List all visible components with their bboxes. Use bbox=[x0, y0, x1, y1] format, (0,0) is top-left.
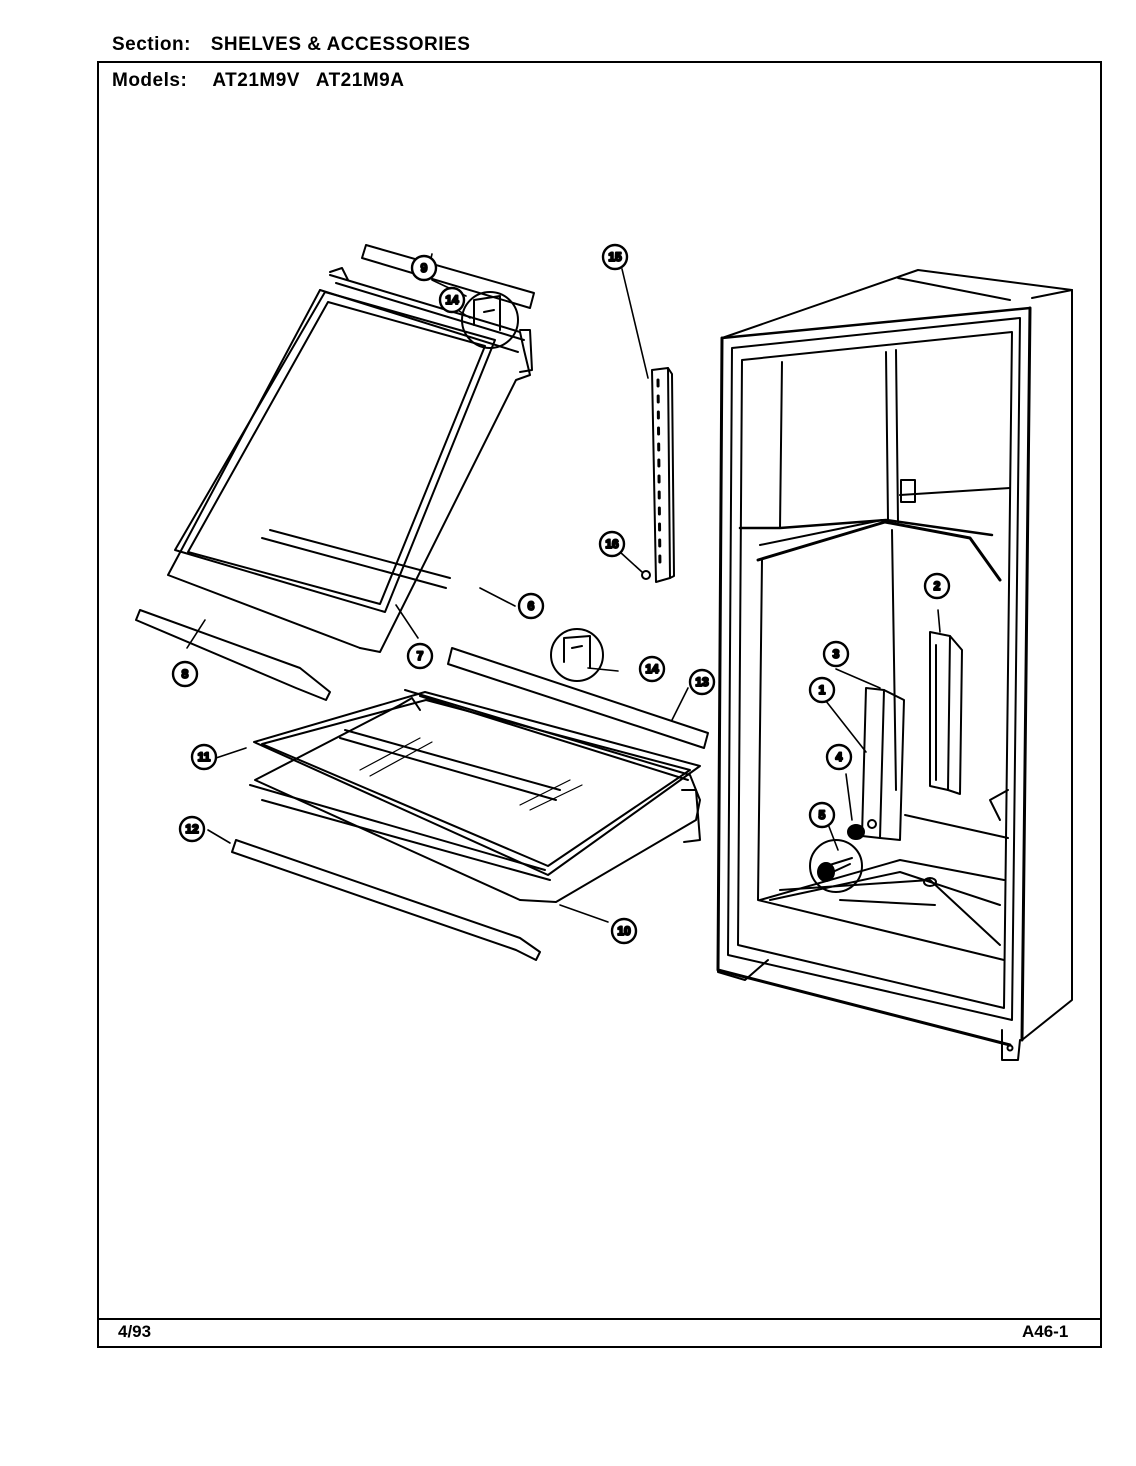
svg-text:4: 4 bbox=[836, 750, 843, 764]
callout-9: 9 bbox=[410, 254, 438, 282]
svg-text:5: 5 bbox=[819, 808, 826, 822]
svg-text:2: 2 bbox=[934, 579, 941, 593]
callout-14a: 14 bbox=[438, 286, 466, 314]
svg-text:3: 3 bbox=[833, 647, 840, 661]
model-1: AT21M9V bbox=[212, 70, 300, 91]
callout-12: 12 bbox=[178, 815, 206, 843]
vertical-rail bbox=[641, 367, 675, 583]
screw-grommet bbox=[809, 824, 865, 893]
svg-text:12: 12 bbox=[185, 822, 199, 836]
svg-text:16: 16 bbox=[605, 537, 619, 551]
svg-text:10: 10 bbox=[617, 924, 631, 938]
model-2: AT21M9A bbox=[315, 70, 405, 91]
callout-6: 6 bbox=[517, 592, 545, 620]
footer-date: 4/93 bbox=[118, 1322, 152, 1341]
refrigerator-cabinet bbox=[716, 269, 1073, 1061]
callout-10: 10 bbox=[610, 917, 638, 945]
footer-page-code: A46-1 bbox=[1022, 1322, 1069, 1341]
models-title: Models: AT21M9V AT21M9A bbox=[112, 70, 404, 92]
svg-text:1: 1 bbox=[819, 683, 826, 697]
svg-text:7: 7 bbox=[417, 649, 424, 663]
upper-shelf bbox=[135, 244, 535, 701]
callout-13: 13 bbox=[688, 668, 716, 696]
callout-5: 5 bbox=[808, 801, 836, 829]
footer-rule bbox=[97, 1318, 1102, 1320]
lower-shelf bbox=[231, 647, 709, 961]
svg-text:9: 9 bbox=[421, 261, 428, 275]
callout-7: 7 bbox=[406, 642, 434, 670]
callout-16: 16 bbox=[598, 530, 626, 558]
svg-text:15: 15 bbox=[608, 250, 622, 264]
svg-text:14: 14 bbox=[445, 293, 459, 307]
diagram-frame bbox=[97, 61, 1102, 1348]
callout-3: 3 bbox=[822, 640, 850, 668]
callout-1: 1 bbox=[808, 676, 836, 704]
callout-4: 4 bbox=[825, 743, 853, 771]
models-label: Models: bbox=[112, 70, 188, 91]
section-value: SHELVES & ACCESSORIES bbox=[210, 34, 471, 55]
section-title: Section: SHELVES & ACCESSORIES bbox=[112, 34, 470, 56]
svg-text:8: 8 bbox=[182, 667, 189, 681]
section-label: Section: bbox=[112, 34, 191, 55]
svg-text:11: 11 bbox=[198, 750, 211, 764]
callout-15: 15 bbox=[601, 243, 629, 271]
svg-text:13: 13 bbox=[695, 675, 709, 689]
callout-14b: 14 bbox=[638, 655, 666, 683]
cover-clip-upper bbox=[461, 291, 519, 349]
cover-clip-lower bbox=[550, 628, 604, 682]
svg-text:6: 6 bbox=[528, 599, 535, 613]
callout-8: 8 bbox=[171, 660, 199, 688]
callout-11: 11 bbox=[190, 743, 218, 771]
shelf-support-left bbox=[861, 687, 905, 841]
callout-2: 2 bbox=[923, 572, 951, 600]
shelf-support-right bbox=[929, 631, 963, 795]
svg-text:14: 14 bbox=[645, 662, 659, 676]
